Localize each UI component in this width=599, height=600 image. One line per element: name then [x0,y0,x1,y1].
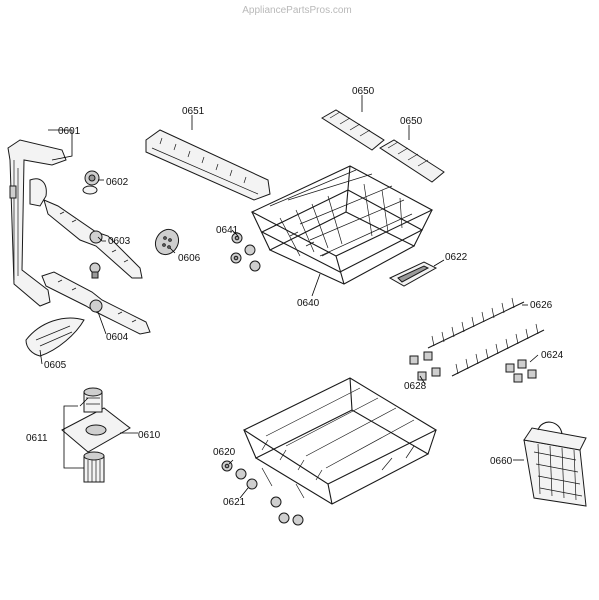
callout-labels: 0601 0602 0603 0604 0605 0606 0610 0611 … [26,86,564,508]
label-0606: 0606 [178,253,201,264]
label-0622: 0622 [445,252,468,263]
label-0603: 0603 [108,236,131,247]
folding-tine-rack-2[interactable] [379,139,445,183]
label-0624: 0624 [541,350,564,361]
label-0651: 0651 [182,106,205,117]
filter-plate[interactable] [61,407,131,453]
tine-row-2[interactable] [451,323,545,377]
upper-rack[interactable] [250,165,434,285]
fine-filter[interactable] [83,387,103,413]
label-0660: 0660 [490,456,513,467]
rack-handle[interactable] [388,261,438,287]
label-0621: 0621 [223,497,246,508]
tine-holder-clip[interactable] [505,359,537,383]
lower-spray-arm[interactable] [41,271,151,335]
label-0626: 0626 [530,300,553,311]
label-0601: 0601 [58,126,81,137]
cup-shelf[interactable] [145,129,271,201]
filter-cover[interactable] [25,317,85,357]
rack-wheel-set[interactable] [230,232,261,272]
tine-clip[interactable] [409,351,441,381]
label-0604: 0604 [106,332,129,343]
nut-part[interactable] [82,170,100,195]
label-0620: 0620 [213,447,236,458]
micro-filter[interactable] [83,451,105,483]
label-0611: 0611 [26,433,48,444]
label-0641: 0641 [216,225,239,236]
label-0650-a: 0650 [352,86,375,97]
label-0640: 0640 [297,298,320,309]
label-0610: 0610 [138,430,161,441]
lower-rack-wheel-set[interactable] [246,478,304,526]
callout-leaders [39,95,539,499]
strainer-disk[interactable] [151,225,183,259]
tine-row-1[interactable] [427,297,525,349]
folding-tine-rack-1[interactable] [321,109,385,151]
spray-arm-supply-tube[interactable] [7,139,67,307]
label-0605: 0605 [44,360,67,371]
lower-rack-wheels[interactable] [221,460,247,480]
upper-spray-arm[interactable] [43,199,143,279]
lower-rack[interactable] [242,377,438,505]
spray-arm-bearing[interactable] [89,262,101,279]
label-0602: 0602 [106,177,129,188]
label-0650-b: 0650 [400,116,423,127]
watermark: AppliancePartsPros.com [242,5,352,16]
cutlery-basket[interactable] [523,421,587,507]
label-0628: 0628 [404,381,427,392]
